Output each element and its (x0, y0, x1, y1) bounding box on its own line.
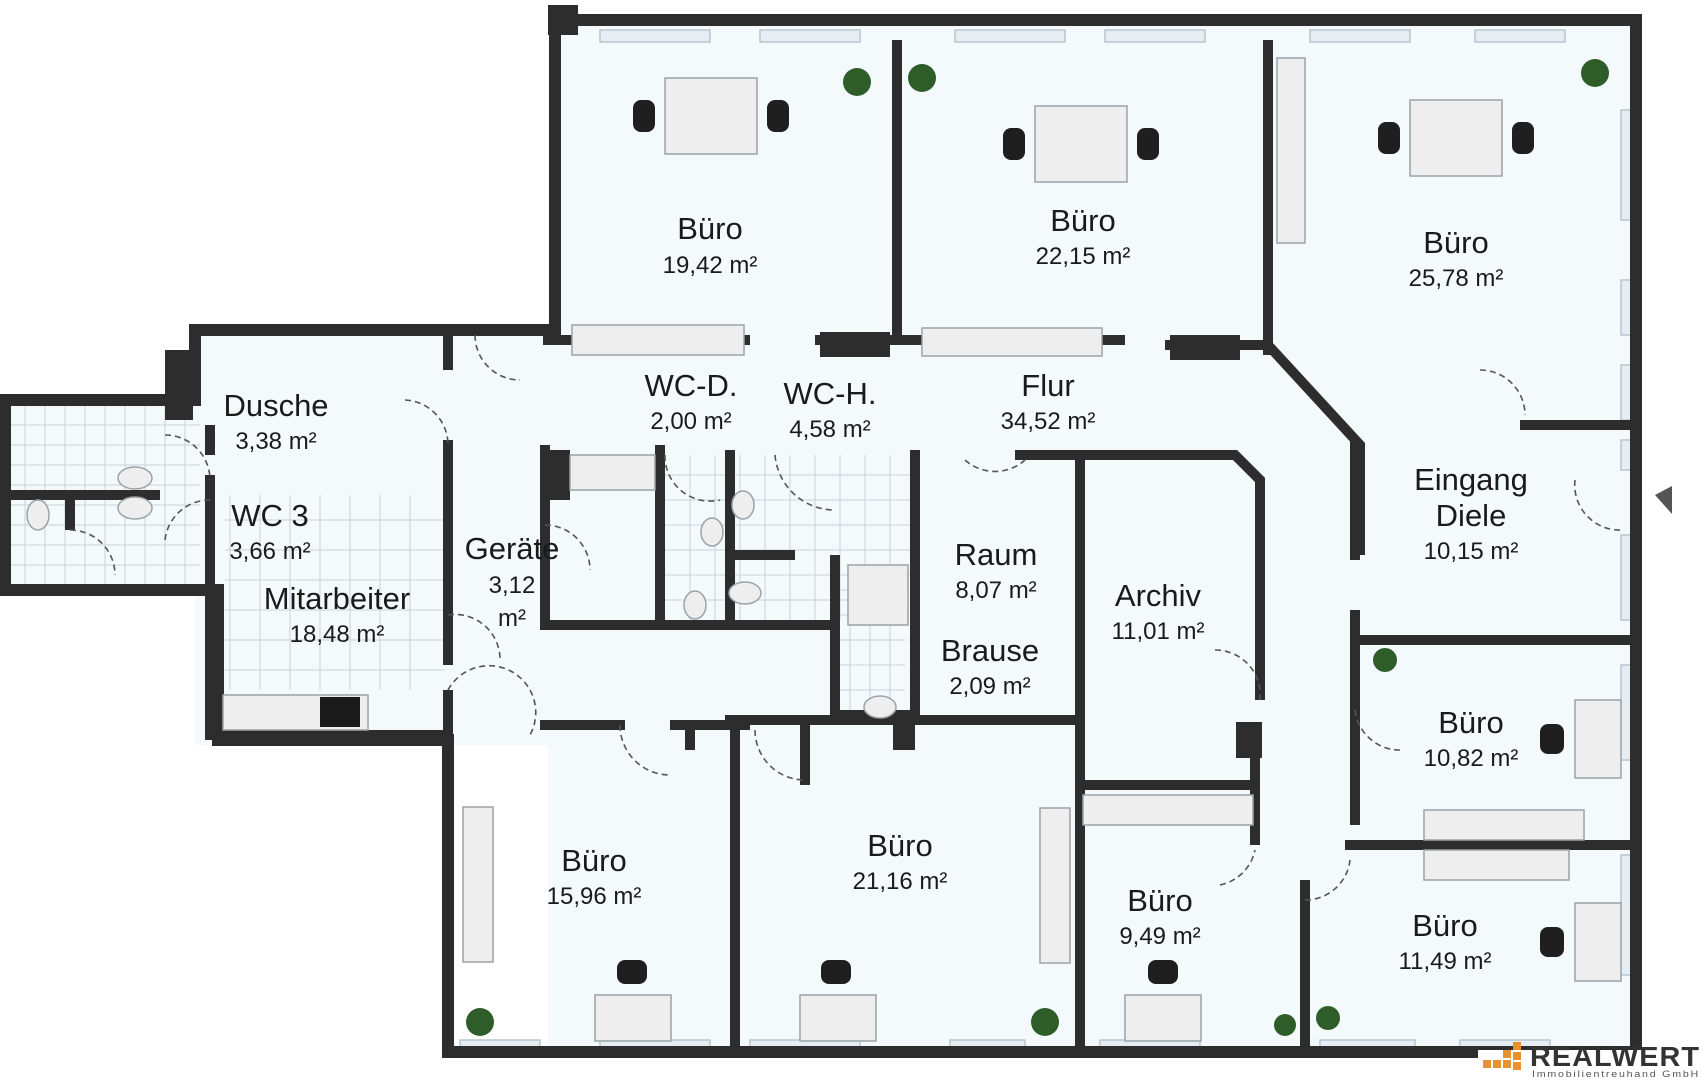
room-area-buero-7: 9,49 m² (1119, 923, 1200, 950)
room-name-buero-3: Büro (1423, 225, 1488, 260)
room-area-dusche: 3,38 m² (235, 428, 316, 455)
room-name-buero-6: Büro (867, 828, 932, 863)
room-area-buero-1: 19,42 m² (663, 252, 758, 279)
room-area-buero-3: 25,78 m² (1409, 265, 1504, 292)
room-area-geraete-unit: m² (498, 605, 526, 632)
room-name-buero-5: Büro (561, 843, 626, 878)
realwert-logo: REALWERT Immobilientreuhand GmbH (1478, 1041, 1707, 1080)
room-name-wc3: WC 3 (231, 498, 309, 533)
room-name-buero-7: Büro (1127, 883, 1192, 918)
room-name-eingang-line1: Eingang (1414, 462, 1528, 497)
logo-name: REALWERT (1530, 1041, 1700, 1072)
room-name-wc-d: WC-D. (645, 368, 738, 403)
logo-subtitle: Immobilientreuhand GmbH (1532, 1069, 1700, 1079)
room-area-flur: 34,52 m² (1001, 408, 1096, 435)
room-area-buero-2: 22,15 m² (1036, 243, 1131, 270)
room-area-raum: 8,07 m² (955, 577, 1036, 604)
room-labels: Büro 19,42 m² Büro 22,15 m² Büro 25,78 m… (223, 203, 1527, 975)
room-name-buero-1: Büro (677, 211, 742, 246)
room-name-buero-4: Büro (1438, 705, 1503, 740)
logo-mark-icon (1483, 1042, 1521, 1070)
room-area-mitarbeiter: 18,48 m² (290, 621, 385, 648)
room-area-wc-d: 2,00 m² (650, 408, 731, 435)
room-name-wc-h: WC-H. (784, 376, 877, 411)
room-area-wc3: 3,66 m² (229, 538, 310, 565)
room-area-geraete-value: 3,12 (489, 572, 536, 599)
room-area-buero-5: 15,96 m² (547, 883, 642, 910)
furniture (26, 57, 1622, 1042)
door-swings (69, 334, 1672, 901)
room-name-geraete: Geräte (465, 531, 560, 566)
room-name-buero-8: Büro (1412, 908, 1477, 943)
room-name-mitarbeiter: Mitarbeiter (264, 581, 410, 616)
plants (466, 59, 1609, 1036)
room-area-brause: 2,09 m² (949, 673, 1030, 700)
room-name-dusche: Dusche (223, 388, 328, 423)
room-area-eingang: 10,15 m² (1424, 538, 1519, 565)
room-area-wc-h: 4,58 m² (789, 416, 870, 443)
room-name-brause: Brause (941, 633, 1039, 668)
room-name-eingang-line2: Diele (1436, 498, 1507, 533)
room-area-archiv: 11,01 m² (1112, 618, 1205, 645)
room-area-buero-6: 21,16 m² (853, 868, 948, 895)
room-name-archiv: Archiv (1115, 578, 1202, 613)
room-name-flur: Flur (1021, 368, 1074, 403)
room-name-raum: Raum (955, 537, 1038, 572)
room-area-buero-4: 10,82 m² (1424, 745, 1519, 772)
room-area-buero-8: 11,49 m² (1399, 948, 1492, 975)
room-name-buero-2: Büro (1050, 203, 1115, 238)
